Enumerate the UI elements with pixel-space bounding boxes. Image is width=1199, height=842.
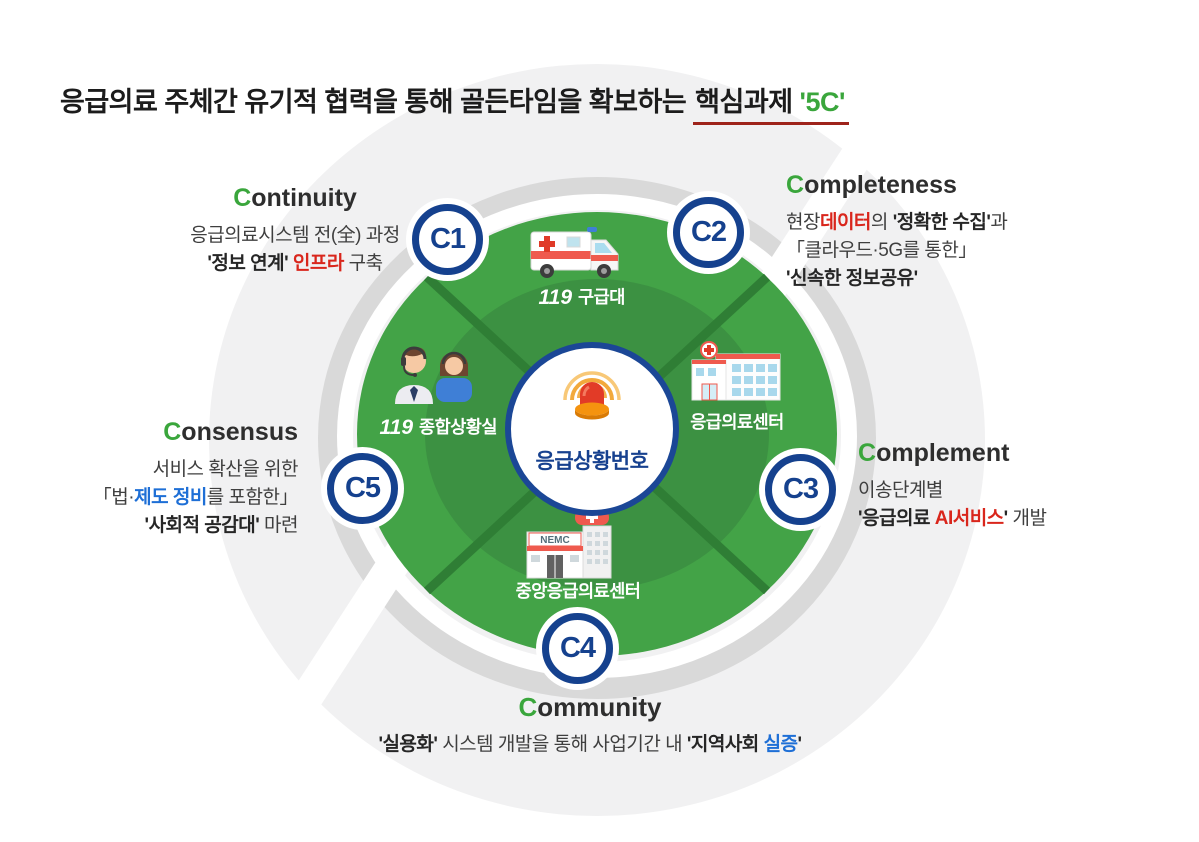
annotation-continuity: Continuity 응급의료시스템 전(全) 과정 '정보 연계' 인프라 구…: [110, 183, 480, 278]
nemc-sign: NEMC: [540, 535, 569, 546]
annotation-consensus: Consensus 서비스 확산을 위한 「법·제도 정비를 포함한」 '사회적…: [40, 417, 299, 540]
annotation-heading: Completeness: [786, 171, 957, 199]
sector-bottom-label: 중앙응급의료센터: [516, 581, 641, 601]
annotation-line: 이송단계별: [858, 480, 943, 501]
operators-icon: [395, 346, 472, 404]
nemc-building-icon: NEMC: [526, 509, 612, 579]
title-underlined: 핵심과제 '5C': [693, 87, 849, 125]
annotation-heading: Continuity: [233, 184, 357, 212]
siren-icon: [563, 371, 621, 420]
annotation-heading: Complement: [858, 439, 1010, 467]
annotation-completeness: Completeness 현장데이터의 '정확한 수집'과 「클라우드·5G를 …: [786, 170, 1131, 293]
badge-c3: C3: [765, 454, 836, 525]
page-title: 응급의료 주체간 유기적 협력을 통해 골든타임을 확보하는 핵심과제 '5C': [60, 80, 849, 125]
sector-top-119: 119: [539, 286, 573, 309]
title-keyword: 핵심과제: [695, 87, 800, 117]
badge-c2: C2: [673, 197, 744, 268]
sector-right-label: 응급의료센터: [690, 412, 784, 432]
annotation-line: 「클라우드·5G를 통한」: [786, 240, 977, 261]
sector-left-label: 종합상황실: [419, 417, 497, 437]
annotation-line: 응급의료시스템 전(全) 과정: [190, 225, 400, 246]
badge-c5: C5: [327, 453, 398, 524]
annotation-community: Community '실용화' 시스템 개발을 통해 사업기간 내 '지역사회 …: [250, 692, 930, 759]
badge-c4: C4: [542, 613, 613, 684]
hospital-icon: [691, 341, 781, 401]
annotation-heading: Consensus: [163, 418, 298, 446]
sector-top-label: 구급대: [578, 287, 625, 307]
badge-c1: C1: [412, 204, 483, 275]
title-prefix: 응급의료 주체간 유기적 협력을 통해 골든타임을 확보하는: [60, 87, 694, 117]
annotation-complement: Complement 이송단계별 '응급의료 AI서비스' 개발: [858, 438, 1188, 533]
sector-left-119: 119: [380, 416, 414, 439]
ambulance-icon: [530, 227, 619, 278]
outer-ring: [318, 177, 876, 699]
annotation-heading: Community: [518, 692, 662, 722]
annotation-line: 서비스 확산을 위한: [152, 459, 299, 480]
center-circle: [505, 342, 679, 516]
title-5c-highlight: '5C': [799, 87, 846, 117]
center-label: 응급상황번호: [536, 450, 649, 473]
